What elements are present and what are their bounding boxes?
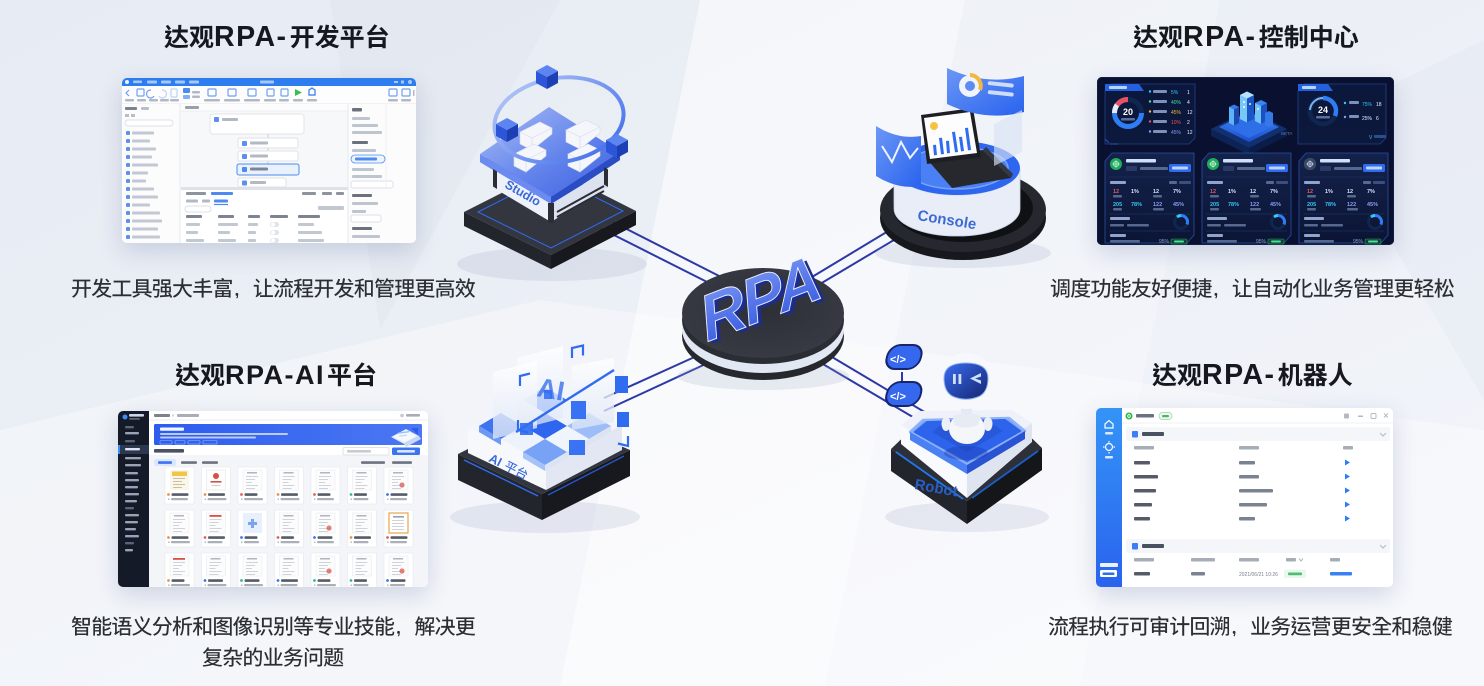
svg-text:25%: 25% [1362,116,1373,122]
svg-text:18: 18 [1376,102,1382,108]
svg-text:2021/06/21 10:26: 2021/06/21 10:26 [1239,572,1278,578]
svg-text:RPA-AI: RPA-AI [225,360,325,390]
svg-text:BETA: BETA [1281,131,1292,136]
svg-text:</>: </> [890,354,906,366]
svg-text:40%: 40% [1171,100,1182,106]
svg-text:4: 4 [1187,100,1190,106]
svg-text:AI: AI [487,451,504,469]
svg-text:45%: 45% [1171,130,1182,136]
svg-text:RPA-: RPA- [214,21,288,53]
svg-text:AI: AI [535,372,567,406]
svg-text:6: 6 [1376,116,1379,122]
svg-text:20: 20 [1123,107,1133,117]
svg-text:12: 12 [1187,110,1193,116]
svg-text:75%: 75% [1362,102,1373,108]
svg-text:10%: 10% [1171,120,1182,126]
svg-text:1: 1 [1187,90,1190,96]
svg-text:V: V [1369,135,1373,141]
svg-text:RPA-: RPA- [1183,21,1257,53]
svg-text:2: 2 [1187,120,1190,126]
svg-text:</>: </> [890,391,906,403]
svg-text:24: 24 [1318,105,1328,115]
svg-text:5%: 5% [1171,90,1179,96]
svg-text:45%: 45% [1171,110,1182,116]
svg-text:RPA-: RPA- [1202,359,1276,391]
svg-text:12: 12 [1187,130,1193,136]
